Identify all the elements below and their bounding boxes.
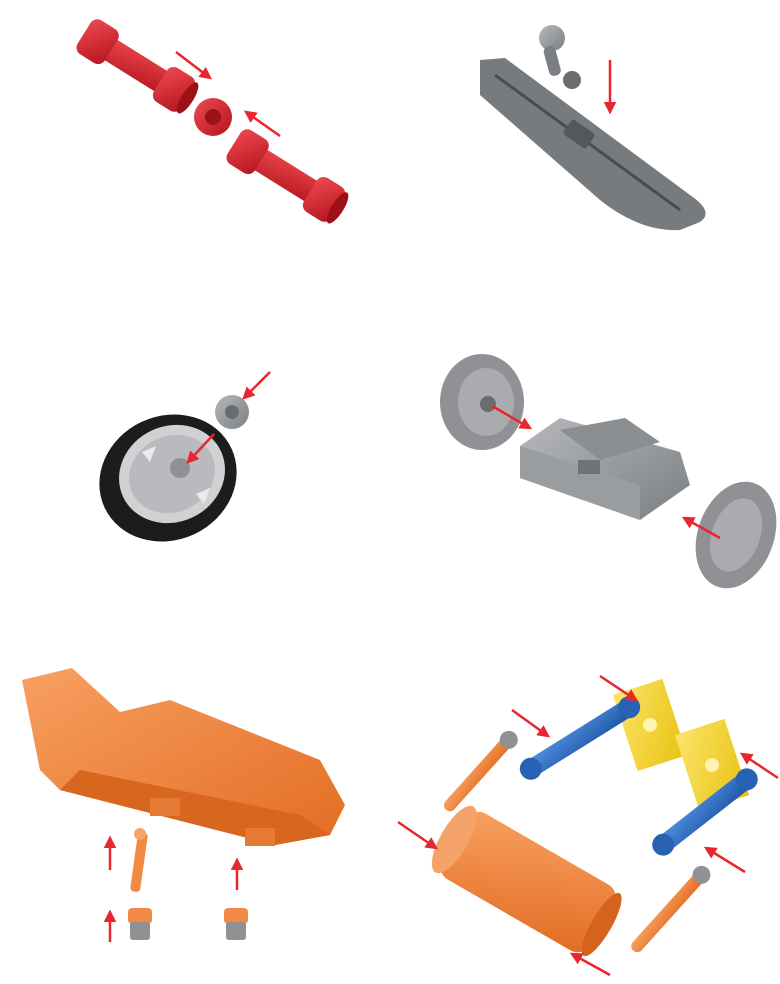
gray-wheel-right xyxy=(681,470,780,599)
orange-hub-right xyxy=(224,908,248,940)
gray-connector xyxy=(539,25,581,89)
panel-red-connector-assembly xyxy=(74,16,354,228)
gray-wheel-left xyxy=(440,354,524,450)
arrow xyxy=(706,848,745,872)
red-hub xyxy=(194,98,232,136)
panel-runner-assembly xyxy=(480,25,706,230)
orange-roller xyxy=(423,800,629,963)
gray-hub xyxy=(215,395,249,429)
arrow xyxy=(244,372,270,398)
panel-orange-bucket-assembly xyxy=(22,668,345,942)
gray-box-body xyxy=(520,418,690,520)
orange-hub-left xyxy=(128,908,152,940)
orange-rod-lower xyxy=(627,862,715,957)
arrow xyxy=(512,710,548,736)
panel-roller-arm-assembly xyxy=(398,676,778,975)
arrow xyxy=(398,822,436,848)
blue-arm-upper xyxy=(516,692,645,784)
red-tube-upper xyxy=(74,16,204,118)
panel-wheel-assembly xyxy=(78,372,270,564)
orange-rod-upper xyxy=(439,727,521,816)
panel-axle-body-assembly xyxy=(440,354,780,600)
red-tube-lower xyxy=(224,126,354,228)
orange-rod xyxy=(130,828,148,892)
arrow xyxy=(572,954,610,975)
